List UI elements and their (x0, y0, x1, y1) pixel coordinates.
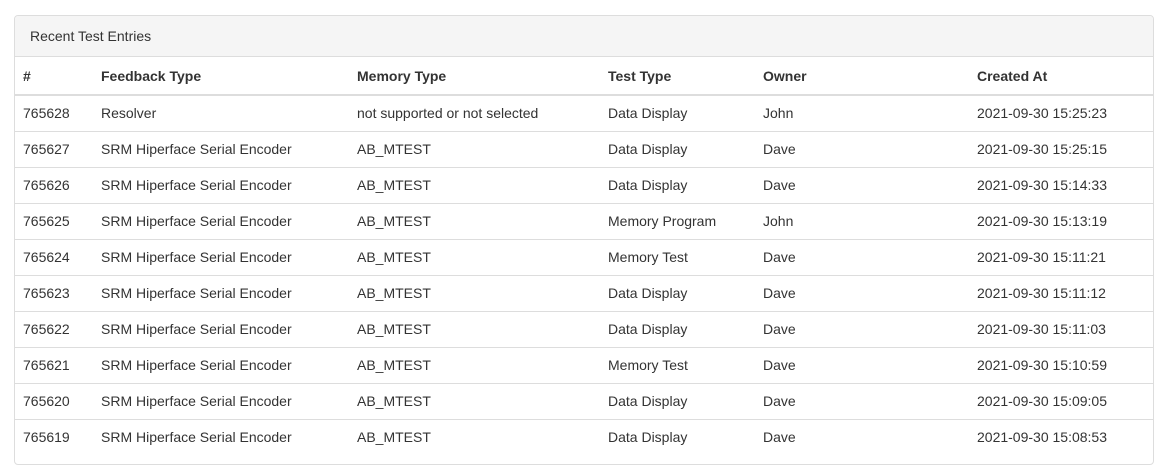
cell-feedback-type: SRM Hiperface Serial Encoder (93, 275, 349, 312)
cell-memory-type: AB_MTEST (349, 275, 600, 312)
header-row: # Feedback Type Memory Type Test Type Ow… (15, 57, 1153, 96)
cell-memory-type: AB_MTEST (349, 239, 600, 276)
cell-memory-type: not supported or not selected (349, 95, 600, 132)
cell-owner: John (755, 203, 969, 240)
test-entries-table: # Feedback Type Memory Type Test Type Ow… (15, 57, 1153, 455)
cell-owner: Dave (755, 275, 969, 312)
cell-owner: Dave (755, 167, 969, 204)
cell-owner: Dave (755, 239, 969, 276)
cell-memory-type: AB_MTEST (349, 203, 600, 240)
cell-test-type: Data Display (600, 275, 755, 312)
cell-memory-type: AB_MTEST (349, 167, 600, 204)
cell-id: 765622 (15, 311, 93, 348)
cell-id: 765626 (15, 167, 93, 204)
cell-test-type: Data Display (600, 167, 755, 204)
cell-owner: John (755, 95, 969, 132)
cell-test-type: Data Display (608, 429, 688, 446)
cell-feedback-type: SRM Hiperface Serial Encoder (93, 131, 349, 168)
column-header-id: # (15, 57, 93, 96)
cell-created-at: 2021-09-30 15:25:23 (969, 95, 1153, 132)
cell-id: 765623 (15, 275, 93, 312)
table-row[interactable]: 765619 SRM Hiperface Serial Encoder AB_MTE… (15, 419, 1153, 455)
cell-created-at: 2021-09-30 15:09:05 (969, 383, 1153, 420)
table-header: # Feedback Type Memory Type Test Type Ow… (15, 57, 1153, 96)
column-header-owner: Owner (755, 57, 969, 96)
cell-id: 765625 (15, 203, 93, 240)
cell-created-at: 2021-09-30 15:14:33 (969, 167, 1153, 204)
cell-created-at: 2021-09-30 15:11:03 (969, 311, 1153, 348)
cell-feedback-type: SRM Hiperface Serial Encoder (93, 239, 349, 276)
cell-created-at: 2021-09-30 15:11:12 (969, 275, 1153, 312)
cell-id: 765621 (15, 347, 93, 384)
cell-created-at: 2021-09-30 15:11:21 (969, 239, 1153, 276)
cell-owner: Dave (755, 347, 969, 384)
cell-test-type: Data Display (600, 131, 755, 168)
cell-created-at: 2021-09-30 15:13:19 (969, 203, 1153, 240)
cell-memory-type: AB_MTEST (349, 131, 600, 168)
column-header-feedback-type: Feedback Type (93, 57, 349, 96)
cell-owner: Dave (755, 311, 969, 348)
cell-test-type: Memory Test (600, 347, 755, 384)
cell-id: 765619 (23, 429, 70, 446)
cell-test-type: Memory Test (600, 239, 755, 276)
cell-id: 765628 (15, 95, 93, 132)
cell-memory-type: AB_MTEST (349, 311, 600, 348)
cell-feedback-type: SRM Hiperface Serial Encoder (93, 167, 349, 204)
cell-created-at: 2021-09-30 15:10:59 (969, 347, 1153, 384)
cell-test-type: Data Display (600, 311, 755, 348)
cell-feedback-type: Resolver (93, 95, 349, 132)
cell-id: 765627 (15, 131, 93, 168)
cell-owner: Dave (755, 383, 969, 420)
cell-feedback-type: SRM Hiperface Serial Encoder (93, 203, 349, 240)
cell-id: 765624 (15, 239, 93, 276)
cell-test-type: Memory Program (600, 203, 755, 240)
cell-memory-type: AB_MTEST (357, 429, 431, 446)
cell-feedback-type: SRM Hiperface Serial Encoder (101, 429, 292, 446)
cell-feedback-type: SRM Hiperface Serial Encoder (93, 311, 349, 348)
cell-owner: Dave (763, 429, 796, 446)
cell-feedback-type: SRM Hiperface Serial Encoder (93, 347, 349, 384)
column-header-created-at: Created At (969, 57, 1153, 96)
cell-test-type: Data Display (600, 383, 755, 420)
column-header-memory-type: Memory Type (349, 57, 600, 96)
recent-test-entries-panel: Recent Test Entries # Feedback Type Memo… (14, 15, 1154, 465)
cell-memory-type: AB_MTEST (349, 383, 600, 420)
cell-test-type: Data Display (600, 95, 755, 132)
cell-created-at: 2021-09-30 15:08:53 (977, 429, 1107, 446)
cell-created-at: 2021-09-30 15:25:15 (969, 131, 1153, 168)
cell-memory-type: AB_MTEST (349, 347, 600, 384)
panel-title: Recent Test Entries (15, 16, 1153, 57)
cell-id: 765620 (15, 383, 93, 420)
column-header-test-type: Test Type (600, 57, 755, 96)
cell-owner: Dave (755, 131, 969, 168)
cell-feedback-type: SRM Hiperface Serial Encoder (93, 383, 349, 420)
